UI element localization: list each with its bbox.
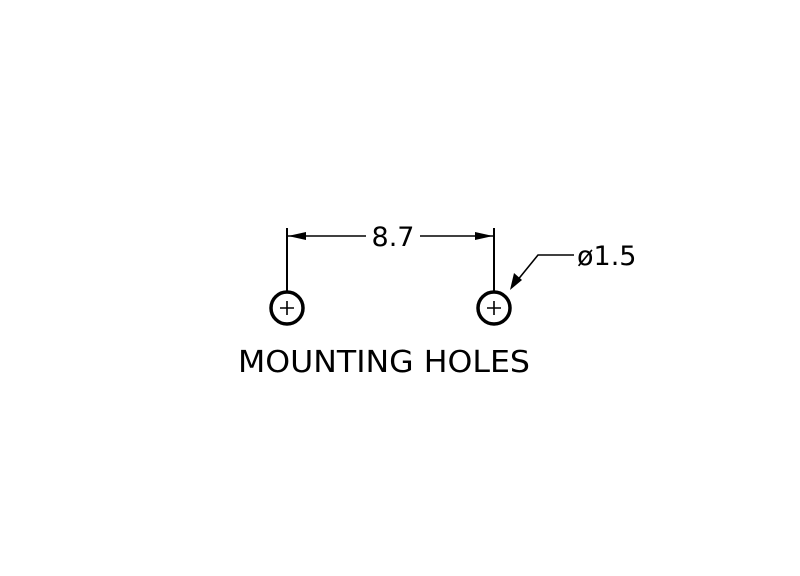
leader-arrowhead [510, 273, 522, 290]
mounting-hole-left [269, 290, 305, 326]
caption: MOUNTING HOLES [238, 345, 530, 380]
leader-line [511, 254, 574, 288]
arrowhead-left [288, 232, 306, 240]
diameter-label: ø1.5 [577, 241, 636, 272]
dimension-label: 8.7 [372, 222, 415, 253]
arrowhead-right [475, 232, 493, 240]
center-mark-left [280, 301, 294, 315]
mounting-hole-right [476, 290, 512, 326]
center-mark-right [487, 301, 501, 315]
